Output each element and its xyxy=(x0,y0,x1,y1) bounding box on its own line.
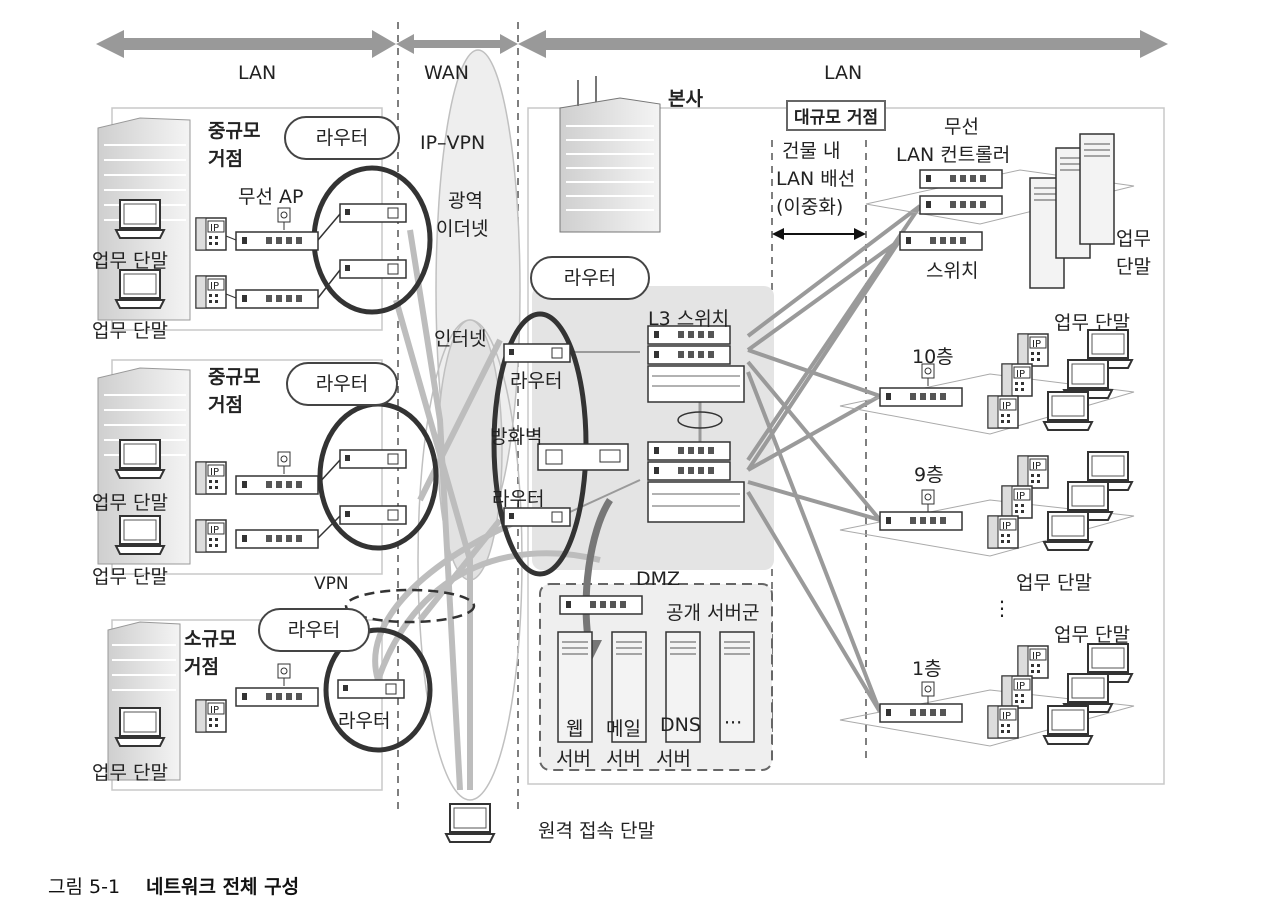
floor10-label: 10층 xyxy=(912,346,954,368)
floors-ellipsis: ⋮ xyxy=(992,596,1012,620)
internet-label: 인터넷 xyxy=(434,328,487,350)
links xyxy=(569,204,922,714)
router-bubble-mid2: 라우터 xyxy=(286,362,398,406)
building-lan-line1: 건물 내 xyxy=(782,140,841,162)
mail-line1: 메일 xyxy=(606,718,641,740)
large-terminal-line2: 단말 xyxy=(1116,256,1151,278)
mid2-devices xyxy=(115,439,407,555)
building-small xyxy=(107,621,181,781)
switch-label: 스위치 xyxy=(926,260,979,282)
public-servers-label: 공개 서버군 xyxy=(666,602,760,624)
wireless-ap-label: 무선 AP xyxy=(238,186,304,208)
hq-router-label-2: 라우터 xyxy=(492,488,545,510)
dns-line2: 서버 xyxy=(656,748,691,770)
remote-terminal-label: 원격 접속 단말 xyxy=(538,820,655,842)
mid1-site-line2: 거점 xyxy=(208,148,243,170)
scope-arrows xyxy=(96,30,1168,58)
ip-vpn-label: IP–VPN xyxy=(420,132,486,154)
firewall-label: 방화벽 xyxy=(490,426,543,448)
router-bubble-small: 라우터 xyxy=(258,608,370,652)
large-site xyxy=(772,133,1135,747)
small-router-label: 라우터 xyxy=(338,710,391,732)
mid1-site-line1: 중규모 xyxy=(208,120,261,142)
small-site-line2: 거점 xyxy=(184,656,219,678)
floor1-label: 1층 xyxy=(912,658,942,680)
mid1-devices xyxy=(115,199,407,309)
work-terminal-label-1: 업무 단말 xyxy=(92,250,168,272)
hq-router-label-1: 라우터 xyxy=(510,370,563,392)
hq-label: 본사 xyxy=(668,88,703,110)
floor9-work-terminal: 업무 단말 xyxy=(1016,572,1092,594)
large-site-label: 대규모 거점 xyxy=(786,100,887,131)
floor10-work-terminal: 업무 단말 xyxy=(1054,312,1130,334)
router-bubble-mid1: 라우터 xyxy=(284,116,400,160)
floor1-work-terminal: 업무 단말 xyxy=(1054,624,1130,646)
wide-ethernet-line1: 광역 xyxy=(448,190,483,212)
mail-line2: 서버 xyxy=(606,748,641,770)
figure-caption: 그림 5-1 네트워크 전체 구성 xyxy=(48,872,299,899)
building-hq xyxy=(559,76,661,233)
lan-right-label: LAN xyxy=(824,62,863,84)
l3-switch-label: L3 스위치 xyxy=(648,308,730,330)
more-servers: ··· xyxy=(724,712,743,734)
wireless-controller-line2: LAN 컨트롤러 xyxy=(896,144,1011,166)
wan-clouds xyxy=(417,49,523,801)
dmz-label: DMZ xyxy=(636,568,681,590)
wireless-controller-line1: 무선 xyxy=(944,116,979,138)
building-lan-line2: LAN 배선 xyxy=(776,168,856,190)
web-line1: 웹 xyxy=(566,718,584,740)
floor9-label: 9층 xyxy=(914,464,944,486)
building-lan-line3: (이중화) xyxy=(776,196,844,218)
work-terminal-label-4: 업무 단말 xyxy=(92,566,168,588)
large-work-line1: 업무 xyxy=(1116,228,1151,250)
dns-line1: DNS xyxy=(660,714,701,736)
web-line2: 서버 xyxy=(556,748,591,770)
lan-left-label: LAN xyxy=(238,62,277,84)
dmz-box xyxy=(539,583,773,771)
wan-label: WAN xyxy=(424,62,469,84)
wide-ethernet-line2: 이더넷 xyxy=(436,218,489,240)
small-site-line1: 소규모 xyxy=(184,628,237,650)
vpn-label: VPN xyxy=(314,574,349,594)
mid2-site-line1: 중규모 xyxy=(208,366,261,388)
work-terminal-label-2: 업무 단말 xyxy=(92,320,168,342)
figure-number: 그림 5-1 xyxy=(48,876,121,898)
figure-title: 네트워크 전체 구성 xyxy=(146,876,300,898)
mid2-site-line2: 거점 xyxy=(208,394,243,416)
remote-laptop xyxy=(445,803,495,843)
hq-devices xyxy=(503,325,755,743)
boundary-lines xyxy=(397,22,867,810)
work-terminal-label-5: 업무 단말 xyxy=(92,762,168,784)
wan-flows xyxy=(372,229,601,791)
router-bubble-hq: 라우터 xyxy=(530,256,650,300)
vpn-tunnel xyxy=(344,588,476,624)
work-terminal-label-3: 업무 단말 xyxy=(92,492,168,514)
